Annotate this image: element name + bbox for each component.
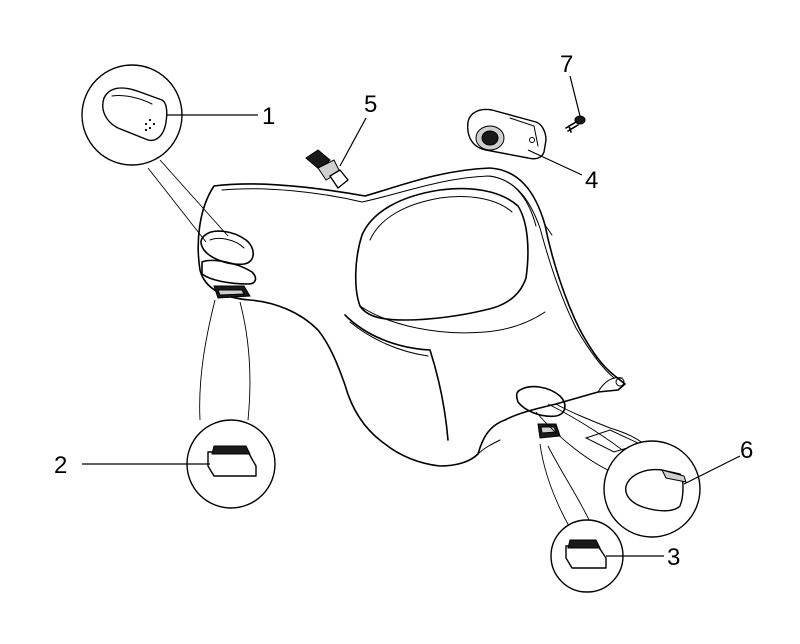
part-5-sensor bbox=[305, 117, 367, 189]
callout-part-2 bbox=[82, 299, 276, 509]
label-part-3: 3 bbox=[667, 544, 680, 571]
shield-body bbox=[197, 167, 647, 467]
part-4-bracket bbox=[467, 108, 583, 176]
label-part-6: 6 bbox=[740, 437, 753, 464]
label-part-4: 4 bbox=[585, 167, 598, 194]
label-part-1: 1 bbox=[262, 103, 275, 130]
part-7-screw bbox=[565, 75, 586, 133]
callout-part-1 bbox=[81, 64, 258, 243]
callout-part-3 bbox=[539, 443, 664, 593]
callout-part-6 bbox=[535, 403, 741, 538]
label-part-2: 2 bbox=[54, 452, 67, 479]
label-part-5: 5 bbox=[364, 91, 377, 118]
label-part-7: 7 bbox=[560, 51, 573, 78]
